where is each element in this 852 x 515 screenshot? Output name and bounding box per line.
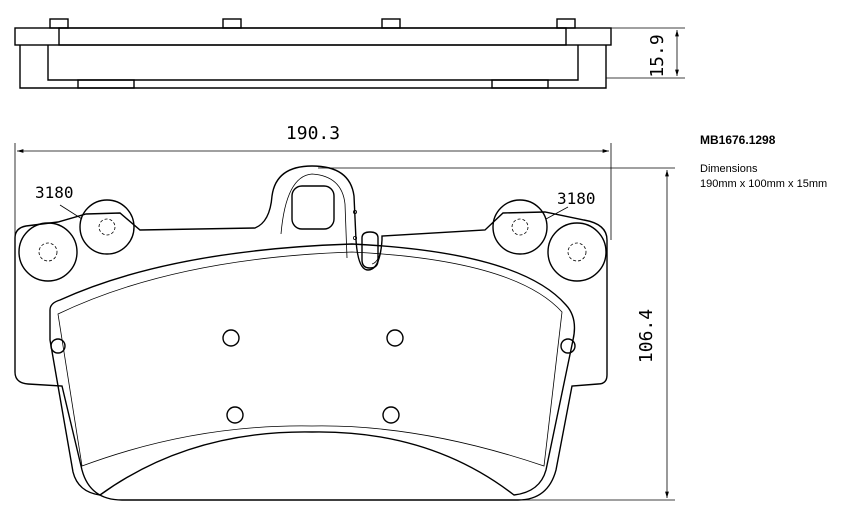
side-view <box>14 18 685 89</box>
height-dimension-lines <box>318 167 675 501</box>
top-window <box>291 185 335 230</box>
boss-left-inner <box>79 199 135 255</box>
width-dimension-lines <box>14 143 612 240</box>
top-slot <box>361 231 379 269</box>
sensor-label-left: 3180 <box>35 183 74 202</box>
height-dimension: 106.4 <box>636 309 657 363</box>
dimensions-value: 190mm x 100mm x 15mm <box>700 178 828 190</box>
pad-hole <box>226 406 244 424</box>
pad-hole <box>386 329 404 347</box>
boss-left-outer <box>18 222 78 282</box>
width-dimension: 190.3 <box>286 123 340 144</box>
pad-hole <box>382 406 400 424</box>
boss-right-inner <box>492 199 548 255</box>
backing-plate-outline <box>14 165 608 501</box>
pad-hole <box>560 338 576 354</box>
thickness-dimension: 15.9 <box>647 34 668 77</box>
friction-material-outline <box>49 243 576 496</box>
sensor-label-right: 3180 <box>557 189 596 208</box>
pad-hole <box>222 329 240 347</box>
part-number: MB1676.1298 <box>700 133 776 147</box>
boss-right-outer <box>547 222 607 282</box>
pad-hole <box>50 338 66 354</box>
dimensions-label: Dimensions <box>700 163 758 175</box>
